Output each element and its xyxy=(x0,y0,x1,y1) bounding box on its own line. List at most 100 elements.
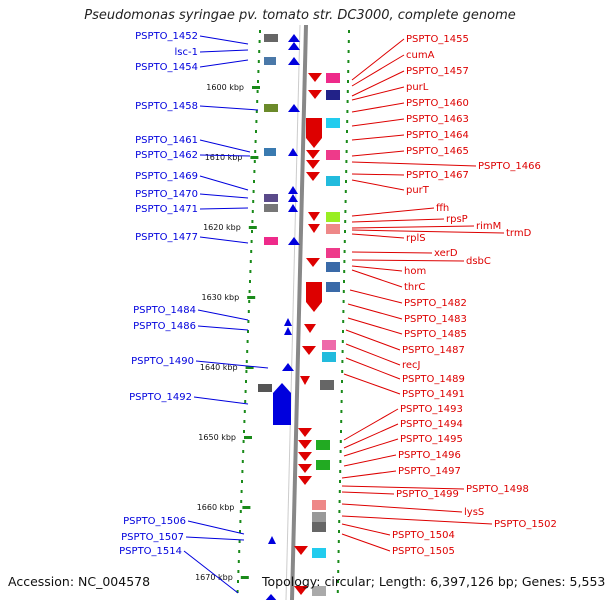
guide-dot xyxy=(258,50,261,53)
guide-dot xyxy=(252,190,255,193)
guide-dot xyxy=(251,220,254,223)
gene-arrow-right-strand xyxy=(304,324,316,333)
guide-dot xyxy=(341,350,344,353)
guide-dot xyxy=(254,150,257,153)
guide-dot xyxy=(339,480,341,483)
right-label-leader xyxy=(351,118,405,127)
guide-dot xyxy=(342,290,345,293)
guide-dot xyxy=(341,360,344,363)
guide-dot xyxy=(346,90,349,93)
genome-backbone xyxy=(290,24,308,600)
right-label-leader xyxy=(351,265,403,272)
guide-dot xyxy=(253,170,256,173)
left-label-leader xyxy=(199,207,249,210)
gene-arrow-right-strand xyxy=(306,172,320,181)
guide-dot xyxy=(337,540,340,543)
guide-dot xyxy=(341,370,344,373)
guide-dot xyxy=(342,310,345,313)
gene-arrow-left-strand xyxy=(288,186,298,194)
gene-arrow-left-strand xyxy=(265,594,277,600)
gene-box xyxy=(258,384,272,392)
guide-dot xyxy=(259,30,261,33)
guide-dot xyxy=(255,110,258,113)
right-label-leader xyxy=(351,150,405,157)
guide-dot xyxy=(249,260,252,263)
gene-box xyxy=(326,150,340,160)
kbp-tick-label: 1600 kbp xyxy=(206,83,244,92)
guide-dot xyxy=(244,390,247,393)
left-label-leader xyxy=(199,154,251,157)
kbp-tick-mark xyxy=(250,156,259,159)
gene-box xyxy=(264,57,276,65)
right-gene-label: lysS xyxy=(464,507,484,518)
gene-box xyxy=(264,34,278,42)
guide-dot xyxy=(336,590,339,593)
guide-dot xyxy=(253,160,256,163)
left-label-leader xyxy=(199,139,251,153)
guide-dot xyxy=(341,340,344,343)
left-gene-label: PSPTO_1461 xyxy=(135,135,198,146)
guide-dot xyxy=(344,200,347,203)
gene-arrow-right-strand xyxy=(294,546,308,555)
guide-dot xyxy=(343,270,346,273)
gene-arrow-right-strand xyxy=(298,476,312,485)
guide-dot xyxy=(338,520,341,523)
guide-dot xyxy=(255,130,257,133)
guide-dot xyxy=(344,220,347,223)
gene-box xyxy=(326,118,340,128)
guide-dot xyxy=(347,70,350,73)
guide-dot xyxy=(347,80,349,83)
right-label-leader xyxy=(347,317,403,335)
guide-dot xyxy=(346,100,349,103)
right-gene-label: PSPTO_1487 xyxy=(402,345,465,356)
guide-dot xyxy=(248,300,251,303)
right-label-leader xyxy=(351,259,465,262)
guide-dot xyxy=(256,100,259,103)
gene-box xyxy=(326,90,340,100)
left-label-leader xyxy=(199,236,249,244)
guide-dot xyxy=(347,50,350,53)
guide-dot xyxy=(337,570,340,573)
gene-box xyxy=(264,237,278,245)
gene-arrow-left-strand xyxy=(288,57,300,65)
guide-dot xyxy=(343,240,346,243)
kbp-tick-label: 1610 kbp xyxy=(205,153,243,162)
right-label-leader xyxy=(341,523,391,536)
guide-dot xyxy=(238,550,241,553)
guide-dot xyxy=(338,500,341,503)
gene-arrow-left-strand xyxy=(288,34,300,42)
guide-dot xyxy=(344,190,347,193)
right-label-leader xyxy=(351,173,405,176)
kbp-tick-mark xyxy=(242,506,251,509)
right-gene-label: xerD xyxy=(434,248,458,259)
gene-box xyxy=(312,522,326,532)
right-label-leader xyxy=(345,329,401,351)
kbp-tick-label: 1630 kbp xyxy=(201,293,239,302)
right-label-leader xyxy=(341,491,395,495)
gene-arrow-right-strand xyxy=(298,428,312,437)
guide-dot xyxy=(245,380,247,383)
guide-dot xyxy=(240,490,243,493)
guide-dot xyxy=(248,290,251,293)
gene-box xyxy=(312,548,326,558)
left-label-leader xyxy=(199,59,249,68)
guide-dot xyxy=(247,310,250,313)
guide-dot xyxy=(242,450,245,453)
guide-dot xyxy=(250,250,253,253)
right-label-leader xyxy=(343,438,399,457)
right-gene-label: trmD xyxy=(506,228,532,239)
left-label-leader xyxy=(197,325,249,331)
left-label-leader xyxy=(187,520,245,535)
gene-arrow-left-strand xyxy=(284,327,292,335)
right-gene-label: rimM xyxy=(476,221,501,232)
right-label-leader xyxy=(341,485,465,490)
gene-arrow-right-strand xyxy=(294,586,308,595)
right-gene-label: cumA xyxy=(406,50,435,61)
guide-dot xyxy=(337,550,340,553)
gene-box xyxy=(264,204,278,212)
right-label-leader xyxy=(351,207,435,217)
right-gene-label: PSPTO_1494 xyxy=(400,419,463,430)
gene-arrow-left-strand xyxy=(288,42,300,50)
guide-dot xyxy=(257,80,259,83)
